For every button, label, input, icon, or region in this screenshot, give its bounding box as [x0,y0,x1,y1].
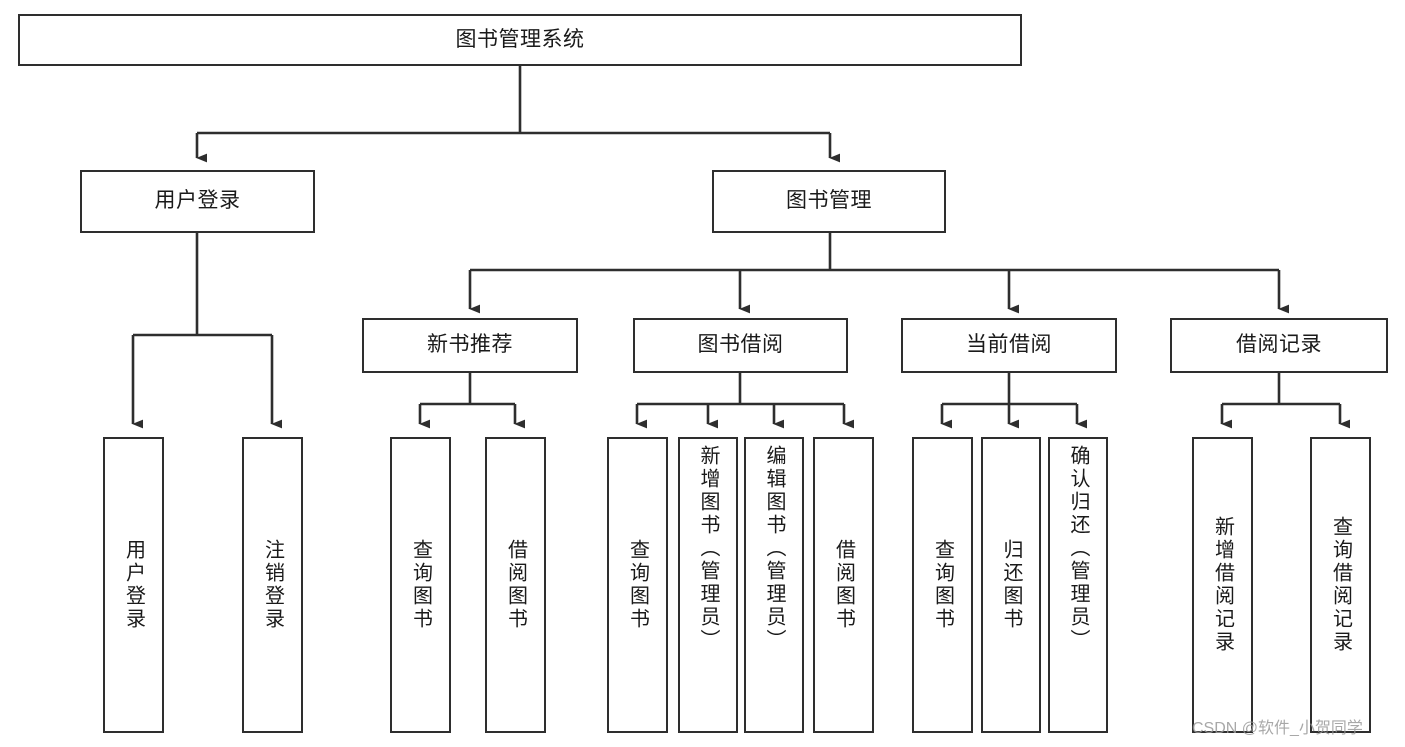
leaf-new-book-borrow-book[interactable]: 借阅图书 [485,437,546,733]
node-label: 图书管理 [786,189,872,213]
leaf-current-borrow-return-book[interactable]: 归还图书 [981,437,1041,733]
node-label: 图书借阅 [697,333,784,357]
leaf-borrow-record-add-record[interactable]: 新增借阅记录 [1192,437,1253,733]
node-label: 查询图书 [626,539,649,631]
node-user-login[interactable]: 用户登录 [80,170,315,233]
node-book-borrow[interactable]: 图书借阅 [633,318,848,373]
node-book-management[interactable]: 图书管理 [712,170,946,233]
node-new-book-recommend[interactable]: 新书推荐 [362,318,578,373]
leaf-book-borrow-add-book-admin[interactable]: 新增图书（管理员） [678,437,738,733]
node-label: 借阅图书 [504,539,527,631]
node-label: 确认归还（管理员） [1067,445,1089,652]
leaf-user-login-login[interactable]: 用户登录 [103,437,164,733]
node-label: 查询图书 [931,539,954,631]
node-label: 借阅图书 [832,539,855,631]
node-label: 查询图书 [409,539,432,631]
node-label: 用户登录 [122,539,145,631]
node-label: 用户登录 [154,189,241,213]
leaf-book-borrow-borrow-book[interactable]: 借阅图书 [813,437,874,733]
node-label: 新增借阅记录 [1211,516,1234,654]
node-current-borrow[interactable]: 当前借阅 [901,318,1117,373]
leaf-borrow-record-query-record[interactable]: 查询借阅记录 [1310,437,1371,733]
node-root-book-management-system[interactable]: 图书管理系统 [18,14,1022,66]
node-label: 图书管理系统 [455,27,585,51]
node-borrow-record[interactable]: 借阅记录 [1170,318,1388,373]
csdn-watermark: CSDN @软件_小贺同学 [1192,720,1363,737]
leaf-book-borrow-edit-book-admin[interactable]: 编辑图书（管理员） [744,437,804,733]
node-label: 新书推荐 [427,333,513,357]
connector-lines [131,66,1351,429]
leaf-book-borrow-query-book[interactable]: 查询图书 [607,437,668,733]
node-label: 归还图书 [1000,539,1022,631]
node-label: 借阅记录 [1236,333,1322,357]
leaf-current-borrow-confirm-return-admin[interactable]: 确认归还（管理员） [1048,437,1108,733]
node-label: 新增图书（管理员） [697,445,719,652]
leaf-user-login-logout[interactable]: 注销登录 [242,437,303,733]
node-label: 编辑图书（管理员） [763,445,785,652]
node-label: 注销登录 [261,539,284,631]
node-label: 查询借阅记录 [1329,516,1352,654]
node-label: 当前借阅 [966,333,1052,357]
leaf-new-book-query-book[interactable]: 查询图书 [390,437,451,733]
leaf-current-borrow-query-book[interactable]: 查询图书 [912,437,973,733]
